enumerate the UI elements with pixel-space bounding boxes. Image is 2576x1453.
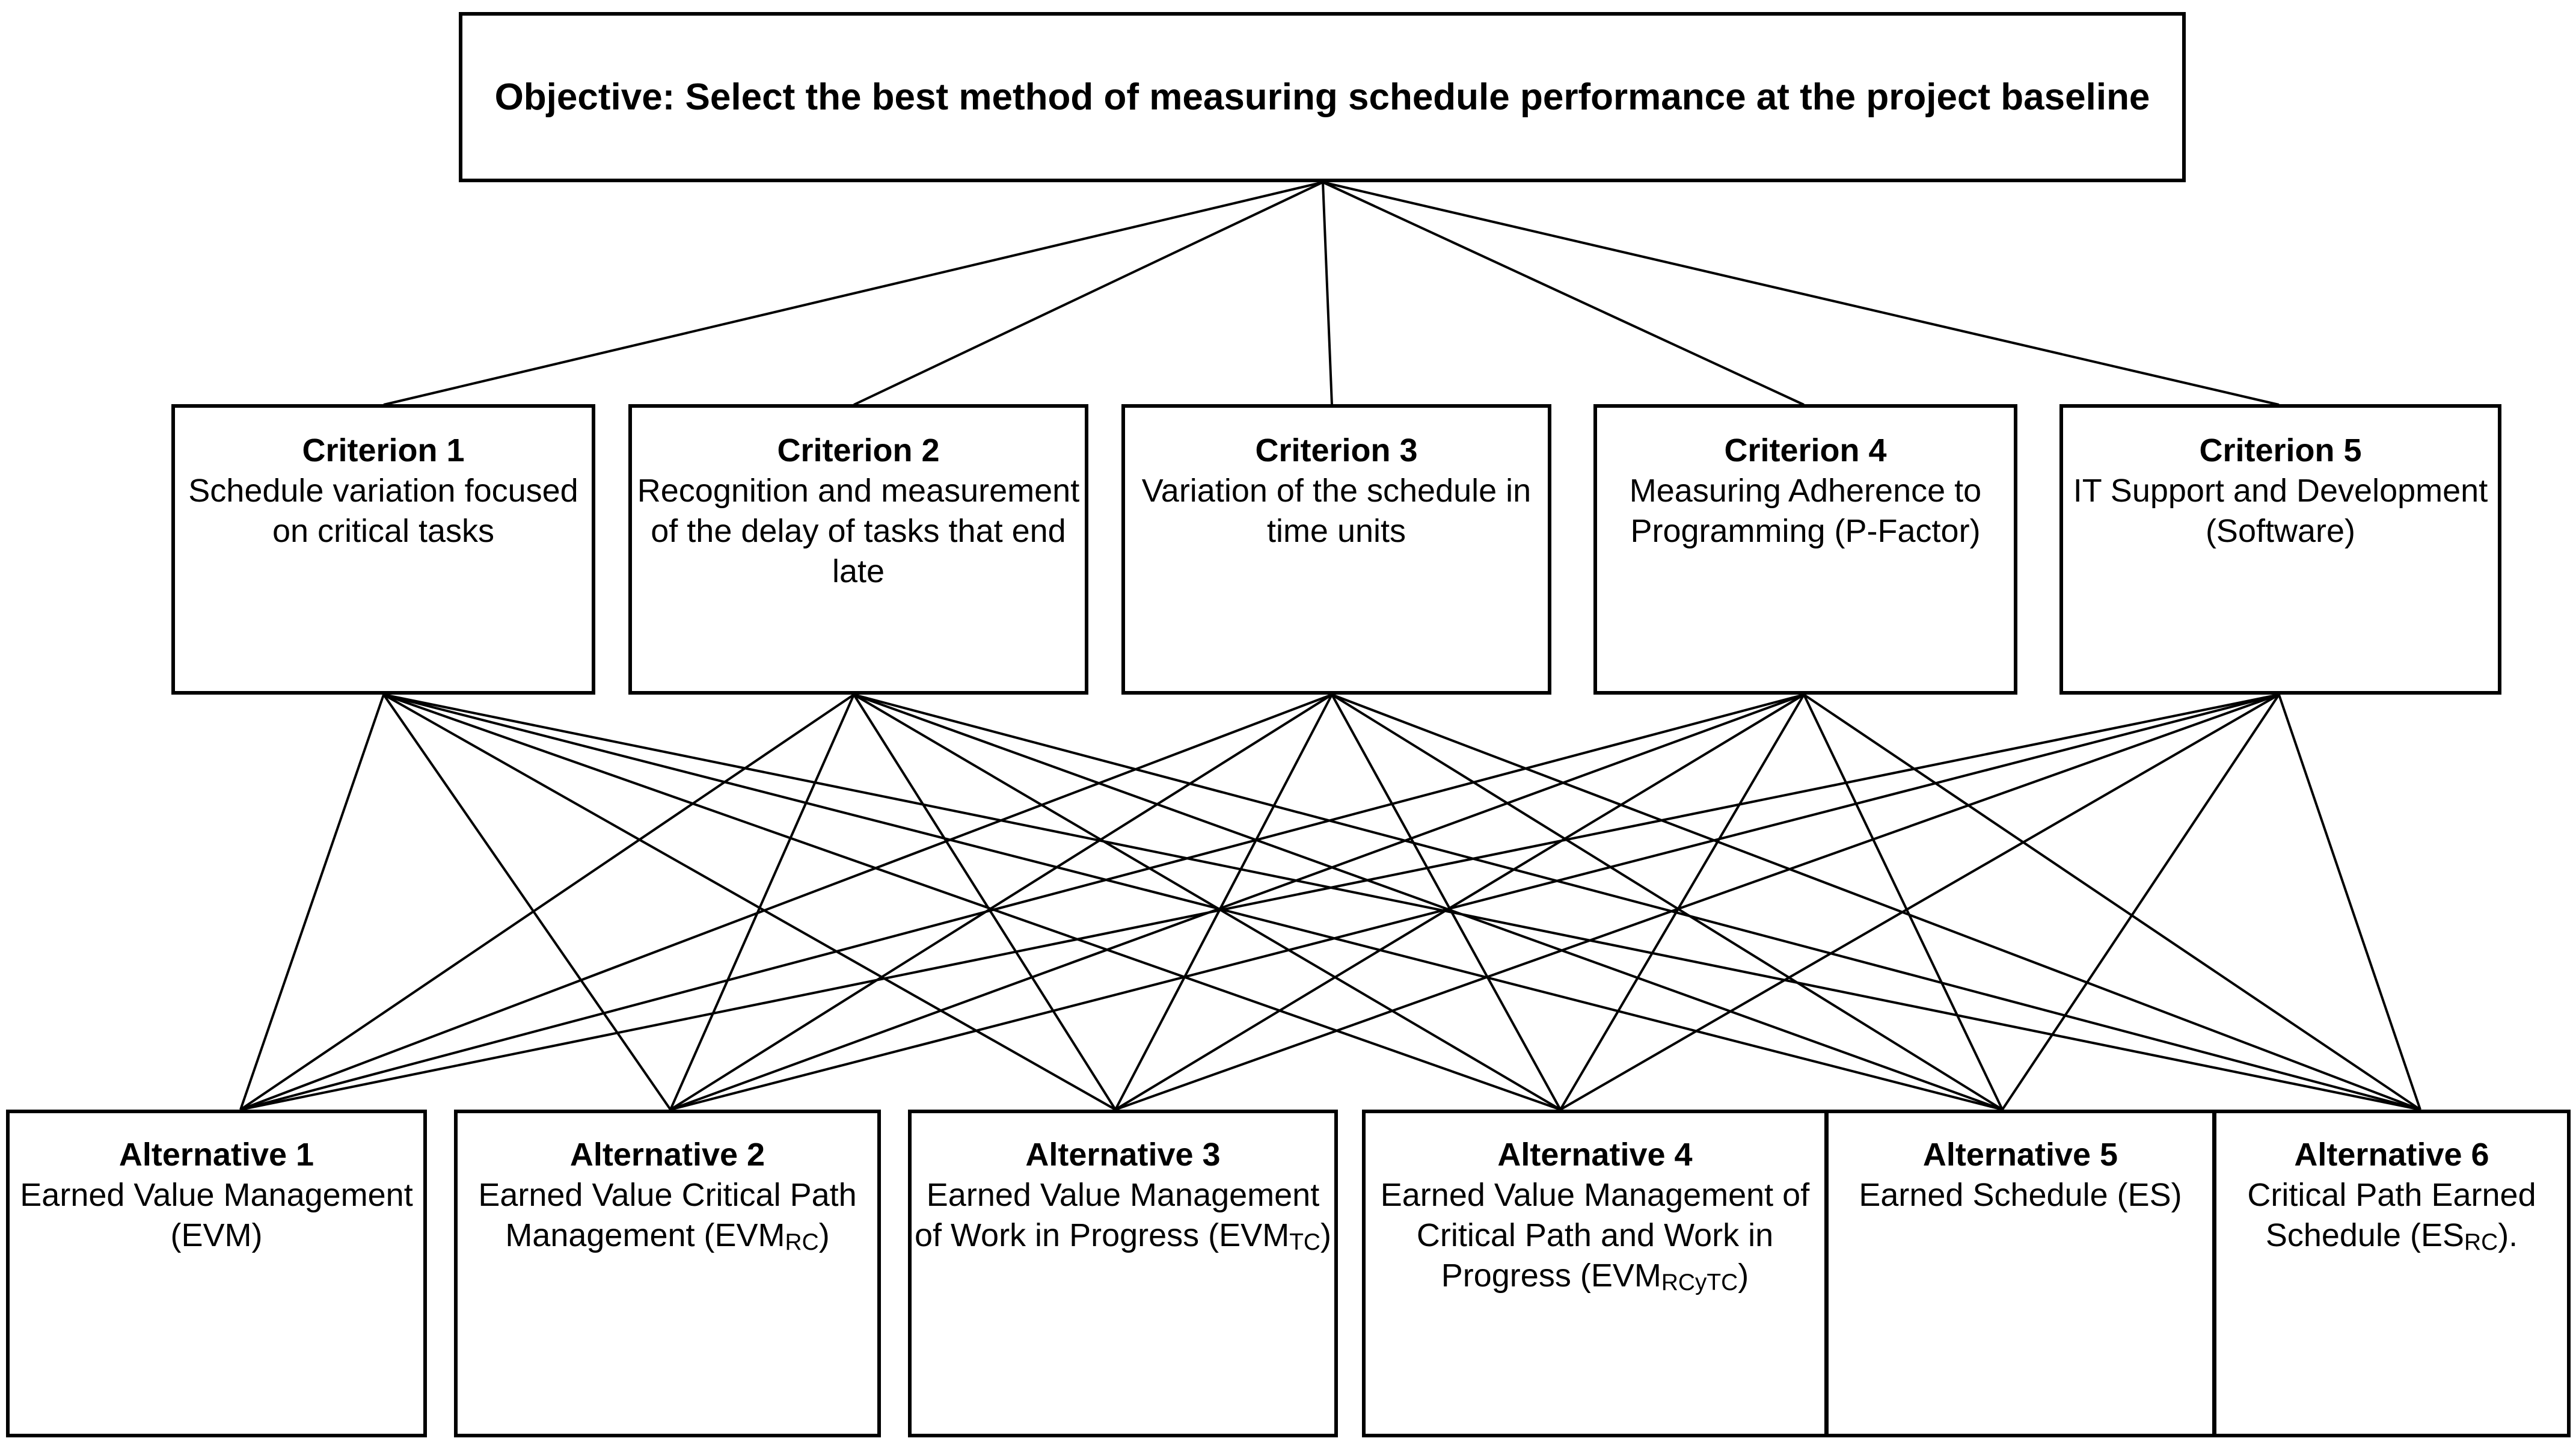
criterion-2-to-alternative-1 <box>239 693 855 1111</box>
objective-to-criterion-2 <box>853 181 1323 406</box>
criterion-4-to-alternative-5 <box>1803 694 2004 1110</box>
acronym-subscript: TC <box>1289 1229 1321 1256</box>
acronym-subscript: RC <box>785 1229 819 1256</box>
alternative-description: Earned Value Management of Critical Path… <box>1380 1176 1810 1296</box>
alternative-box-5: Alternative 5 Earned Schedule (ES) <box>1825 1110 2216 1437</box>
alternative-title: Alternative 4 <box>1497 1137 1693 1173</box>
criterion-1-to-alternative-2 <box>382 693 672 1111</box>
criterion-5-to-alternative-1 <box>240 693 2280 1111</box>
criterion-3-to-alternative-5 <box>1331 693 2004 1111</box>
alternative-title: Alternative 3 <box>1025 1137 1221 1173</box>
alternative-description: Earned Value Critical Path Management (E… <box>478 1176 857 1256</box>
alternative-title: Alternative 6 <box>2294 1137 2489 1173</box>
criterion-5-to-alternative-3 <box>1115 693 2280 1111</box>
criterion-1-to-alternative-3 <box>383 693 1116 1111</box>
alternative-box-1: Alternative 1 Earned Value Management (E… <box>6 1110 427 1437</box>
criterion-2-to-alternative-3 <box>853 693 1117 1111</box>
criterion-description: Measuring Adherence to Programming (P-Fa… <box>1629 472 1982 549</box>
criterion-5-to-alternative-4 <box>1559 693 2280 1111</box>
objective-to-criterion-3 <box>1322 182 1333 405</box>
criterion-2-to-alternative-4 <box>853 693 1562 1111</box>
criterion-4-to-alternative-3 <box>1114 693 1805 1111</box>
criterion-5-to-alternative-6 <box>2278 694 2421 1110</box>
acronym-subscript: RC <box>2464 1229 2498 1256</box>
criterion-title: Criterion 4 <box>1724 432 1887 468</box>
criterion-1-to-alternative-1 <box>239 694 385 1110</box>
criterion-3-to-alternative-6 <box>1331 693 2421 1111</box>
criterion-1-to-alternative-4 <box>383 693 1561 1111</box>
alternative-box-4: Alternative 4 Earned Value Management of… <box>1362 1110 1828 1437</box>
criterion-5-to-alternative-2 <box>670 693 2280 1111</box>
objective-to-criterion-5 <box>1322 181 2280 406</box>
criterion-description: Variation of the schedule in time units <box>1141 472 1532 549</box>
objective-label: Objective: Select the best method of mea… <box>494 76 2150 118</box>
criterion-2-to-alternative-6 <box>853 693 2421 1111</box>
criterion-4-to-alternative-6 <box>1803 693 2421 1111</box>
criterion-title: Criterion 3 <box>1255 432 1418 468</box>
alternative-title: Alternative 5 <box>1922 1137 2118 1173</box>
criterion-title: Criterion 5 <box>2199 432 2362 468</box>
criterion-description: Schedule variation focused on critical t… <box>188 472 578 549</box>
alternative-description: Earned Value Management of Work in Progr… <box>915 1176 1331 1256</box>
criterion-box-1: Criterion 1 Schedule variation focused o… <box>171 404 595 695</box>
alternative-box-6: Alternative 6 Critical Path Earned Sched… <box>2213 1110 2571 1437</box>
criterion-box-4: Criterion 4 Measuring Adherence to Progr… <box>1593 404 2017 695</box>
criterion-title: Criterion 2 <box>777 432 940 468</box>
criterion-2-to-alternative-2 <box>669 694 855 1110</box>
criterion-4-to-alternative-4 <box>1559 693 1805 1111</box>
criterion-1-to-alternative-6 <box>383 693 2421 1111</box>
alternative-title: Alternative 2 <box>569 1137 765 1173</box>
criterion-1-to-alternative-5 <box>383 693 2003 1111</box>
criterion-box-5: Criterion 5 IT Support and Development (… <box>2059 404 2501 695</box>
objective-to-criterion-4 <box>1322 181 1805 406</box>
alternative-title: Alternative 1 <box>118 1137 314 1173</box>
alternative-description: Earned Schedule (ES) <box>1859 1176 2182 1213</box>
criterion-4-to-alternative-1 <box>240 693 1805 1111</box>
criterion-box-3: Criterion 3 Variation of the schedule in… <box>1121 404 1551 695</box>
criterion-description: IT Support and Development (Software) <box>2073 472 2488 549</box>
criterion-title: Criterion 1 <box>302 432 465 468</box>
criterion-4-to-alternative-2 <box>670 693 1805 1111</box>
criterion-5-to-alternative-5 <box>2001 693 2280 1111</box>
criterion-3-to-alternative-2 <box>669 693 1333 1111</box>
alternative-box-3: Alternative 3 Earned Value Management of… <box>908 1110 1338 1437</box>
objective-box: Objective: Select the best method of mea… <box>459 12 2186 182</box>
criterion-3-to-alternative-1 <box>240 693 1332 1111</box>
criterion-3-to-alternative-4 <box>1331 694 1562 1110</box>
acronym-subscript: RCyTC <box>1661 1270 1738 1296</box>
alternative-box-2: Alternative 2 Earned Value Critical Path… <box>454 1110 881 1437</box>
criterion-3-to-alternative-3 <box>1114 694 1333 1110</box>
criterion-2-to-alternative-5 <box>853 693 2003 1111</box>
objective-to-criterion-1 <box>383 181 1323 406</box>
alternative-description: Earned Value Management (EVM) <box>20 1176 413 1253</box>
criterion-box-2: Criterion 2 Recognition and measurement … <box>628 404 1088 695</box>
criterion-description: Recognition and measurement of the delay… <box>637 472 1080 589</box>
alternative-description: Critical Path Earned Schedule (ESRC). <box>2247 1176 2536 1256</box>
